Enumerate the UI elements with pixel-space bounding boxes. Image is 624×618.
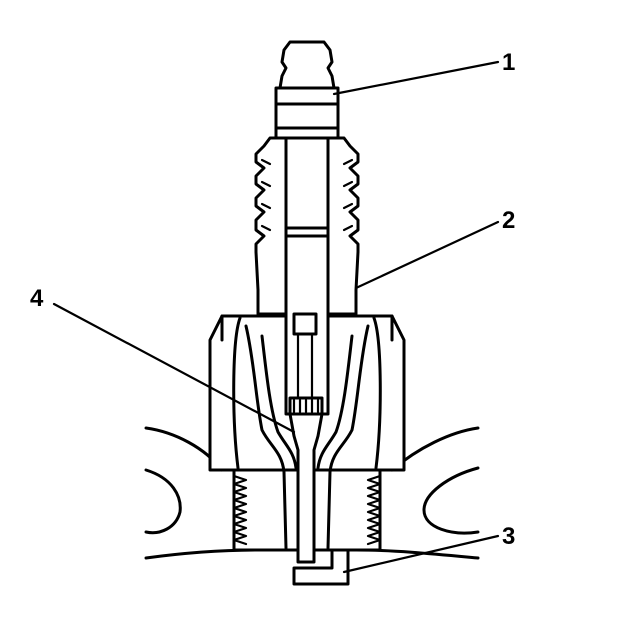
insulator-ribs-right xyxy=(342,158,354,232)
center-electrode xyxy=(288,412,324,564)
threads-left xyxy=(232,474,248,546)
head-cavity-right xyxy=(422,466,480,535)
callout-1: 1 xyxy=(502,49,515,76)
hex-contour-right xyxy=(372,316,382,470)
center-core xyxy=(284,136,330,416)
callout-2: 2 xyxy=(502,207,515,234)
ground-electrode xyxy=(292,548,350,586)
callout-3: 3 xyxy=(502,523,515,550)
resistor-rod xyxy=(296,332,314,400)
head-cavity-left xyxy=(144,468,182,535)
terminal-collar xyxy=(274,86,340,140)
leader-line-2 xyxy=(354,220,500,290)
spark-plug xyxy=(208,40,406,586)
leader-lines xyxy=(52,60,500,574)
callouts: 1 2 3 4 xyxy=(30,49,515,550)
resistor-base-ticks xyxy=(292,398,320,414)
hex-contour-left xyxy=(232,316,242,470)
hex-edges xyxy=(220,314,394,342)
leader-line-1 xyxy=(332,60,500,96)
leader-line-4 xyxy=(52,302,296,434)
terminal-nut xyxy=(278,40,336,90)
callout-4: 4 xyxy=(30,285,44,312)
insulator-ribs-left xyxy=(260,158,272,232)
resistor-cap xyxy=(292,312,318,336)
threads-right xyxy=(366,474,382,546)
insulator-nose xyxy=(244,324,370,550)
insulator-nose-inner xyxy=(260,334,354,470)
leader-line-3 xyxy=(342,534,500,574)
